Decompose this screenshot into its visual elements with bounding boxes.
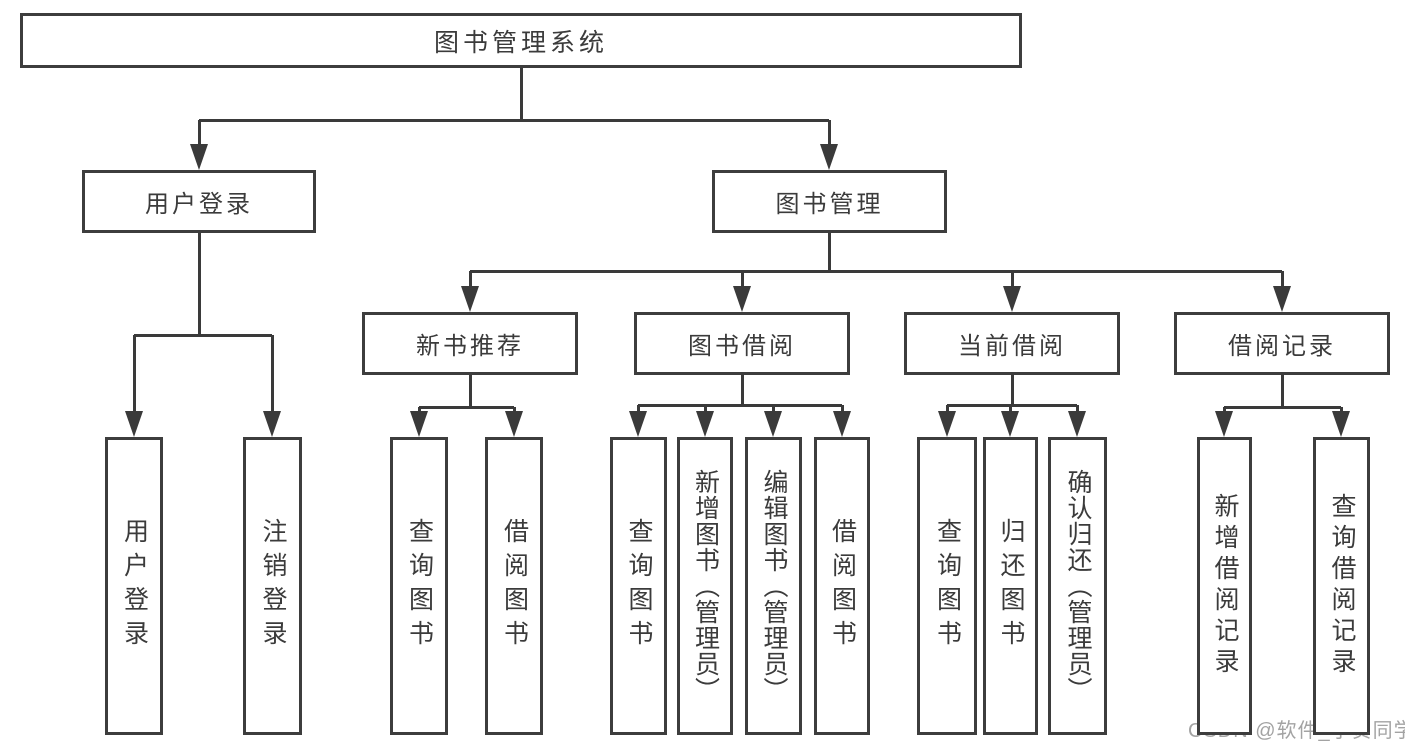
node-leaf-br-query-record: 查询借阅记录 — [1313, 437, 1370, 735]
connector-line — [1224, 406, 1341, 409]
node-label: 新增借阅记录 — [1211, 493, 1239, 679]
arrow-down-icon — [1332, 411, 1350, 437]
node-new-book-recommend: 新书推荐 — [362, 312, 578, 375]
node-label: 用户登录 — [120, 518, 149, 654]
arrow-down-icon — [938, 411, 956, 437]
arrow-down-icon — [1215, 411, 1233, 437]
node-leaf-bb-edit-books: 编辑图书（管理员） — [745, 437, 802, 735]
node-book-borrowing: 图书借阅 — [634, 312, 850, 375]
arrow-down-icon — [1003, 286, 1021, 312]
connector-line — [947, 404, 1077, 407]
connector-line — [638, 404, 842, 407]
node-label: 新书推荐 — [416, 333, 524, 360]
node-label: 当前借阅 — [958, 333, 1066, 360]
connector-line — [134, 334, 272, 337]
node-label: 查询图书 — [933, 518, 962, 654]
connector-line — [1223, 407, 1226, 413]
arrow-down-icon — [833, 411, 851, 437]
connector-line — [271, 335, 274, 413]
node-label: 借阅图书 — [500, 518, 529, 654]
arrow-down-icon — [125, 411, 143, 437]
connector-line — [1011, 271, 1014, 288]
connector-line — [741, 375, 744, 407]
connector-line — [469, 271, 472, 288]
connector-line — [704, 405, 707, 413]
arrow-down-icon — [629, 411, 647, 437]
node-label: 归还图书 — [997, 518, 1025, 654]
arrow-down-icon — [696, 411, 714, 437]
connector-line — [513, 407, 516, 413]
node-leaf-br-add-record: 新增借阅记录 — [1197, 437, 1252, 735]
arrow-down-icon — [410, 411, 428, 437]
node-label: 确认归还（管理员） — [1064, 469, 1092, 703]
connector-line — [418, 407, 421, 413]
arrow-down-icon — [1068, 411, 1086, 437]
connector-line — [520, 68, 523, 122]
connector-line — [1009, 405, 1012, 413]
node-leaf-nbr-query-books: 查询图书 — [390, 437, 448, 735]
connector-line — [1011, 375, 1014, 407]
connector-line — [637, 405, 640, 413]
connector-line — [772, 405, 775, 413]
node-leaf-user-login: 用户登录 — [105, 437, 163, 735]
node-label: 用户登录 — [145, 191, 253, 218]
node-root: 图书管理系统 — [20, 13, 1022, 68]
node-label: 查询图书 — [405, 518, 434, 654]
connector-line — [199, 119, 829, 122]
connector-line — [946, 405, 949, 413]
node-label: 新增图书（管理员） — [691, 469, 720, 703]
arrow-down-icon — [1273, 286, 1291, 312]
node-leaf-bb-borrow-books: 借阅图书 — [814, 437, 870, 735]
node-leaf-cb-query-books: 查询图书 — [917, 437, 977, 735]
connector-line — [469, 375, 472, 409]
connector-line — [198, 120, 201, 146]
connector-line — [198, 233, 201, 337]
node-leaf-bb-add-books: 新增图书（管理员） — [677, 437, 733, 735]
node-leaf-cb-return-books: 归还图书 — [983, 437, 1038, 735]
connector-line — [419, 406, 514, 409]
node-label: 注销登录 — [259, 518, 287, 654]
connector-line — [1281, 271, 1284, 288]
connector-line — [470, 270, 1282, 273]
arrow-down-icon — [1001, 411, 1019, 437]
arrow-down-icon — [263, 411, 281, 437]
node-borrowing-records: 借阅记录 — [1174, 312, 1390, 375]
connector-line — [1281, 375, 1284, 409]
node-label: 图书管理系统 — [433, 28, 608, 57]
arrow-down-icon — [764, 411, 782, 437]
node-leaf-nbr-borrow-books: 借阅图书 — [485, 437, 543, 735]
node-label: 查询借阅记录 — [1328, 493, 1356, 679]
node-label: 借阅图书 — [828, 518, 857, 654]
arrow-down-icon — [820, 144, 838, 170]
node-leaf-bb-query-books: 查询图书 — [610, 437, 667, 735]
connector-line — [133, 335, 136, 413]
node-leaf-logout: 注销登录 — [243, 437, 302, 735]
arrow-down-icon — [733, 286, 751, 312]
node-leaf-cb-confirm-return: 确认归还（管理员） — [1048, 437, 1107, 735]
node-current-borrowing: 当前借阅 — [904, 312, 1120, 375]
node-label: 编辑图书（管理员） — [760, 469, 788, 703]
connector-line — [1340, 407, 1343, 413]
node-label: 借阅记录 — [1228, 333, 1336, 360]
connector-line — [841, 405, 844, 413]
node-label: 查询图书 — [625, 518, 653, 654]
node-book-management: 图书管理 — [712, 170, 947, 233]
arrow-down-icon — [461, 286, 479, 312]
node-label: 图书借阅 — [688, 333, 796, 360]
connector-line — [828, 233, 831, 273]
connector-line — [828, 120, 831, 146]
node-user-login: 用户登录 — [82, 170, 316, 233]
node-label: 图书管理 — [775, 191, 884, 218]
connector-line — [1076, 405, 1079, 413]
arrow-down-icon — [505, 411, 523, 437]
connector-line — [741, 271, 744, 288]
arrow-down-icon — [190, 144, 208, 170]
